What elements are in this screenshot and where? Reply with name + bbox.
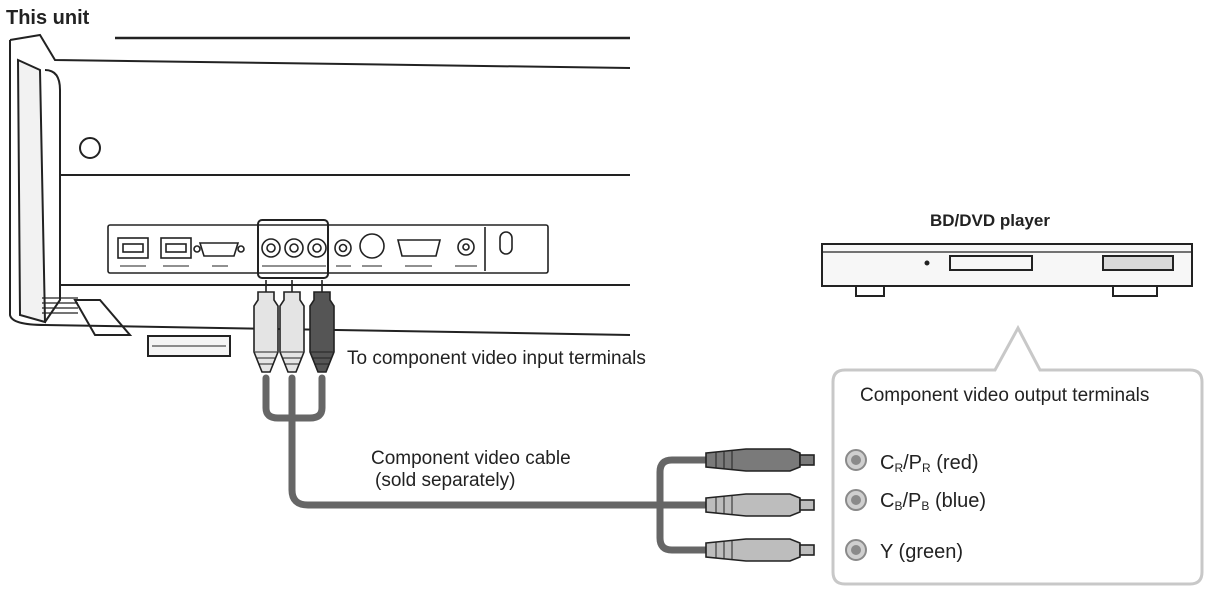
terminal-label-cb: CB/PB (blue) xyxy=(880,490,987,513)
input-terminals-label: To component video input terminals xyxy=(347,348,646,369)
cable-plugs-projector xyxy=(253,280,335,373)
output-terminals-callout xyxy=(831,324,1204,586)
input-terminal-panel xyxy=(107,219,549,279)
output-jack-cb xyxy=(845,489,867,511)
output-terminals-label: Component video output terminals xyxy=(860,385,1150,406)
bd-dvd-player xyxy=(821,243,1193,297)
terminal-label-y: Y (green) xyxy=(880,541,964,563)
cable-label: Component video cable (sold separately) xyxy=(371,448,571,492)
output-jack-cr xyxy=(845,449,867,471)
cable-label-line1: Component video cable xyxy=(371,448,571,469)
cable-label-line2: (sold separately) xyxy=(375,469,516,491)
this-unit-label: This unit xyxy=(6,7,90,29)
terminal-label-cr: CR/PR (red) xyxy=(880,452,979,475)
component-video-cable xyxy=(262,374,714,554)
cable-plugs-player xyxy=(705,448,815,562)
projector-unit xyxy=(9,33,631,357)
player-label: BD/DVD player xyxy=(930,211,1050,230)
output-jack-y xyxy=(845,539,867,561)
